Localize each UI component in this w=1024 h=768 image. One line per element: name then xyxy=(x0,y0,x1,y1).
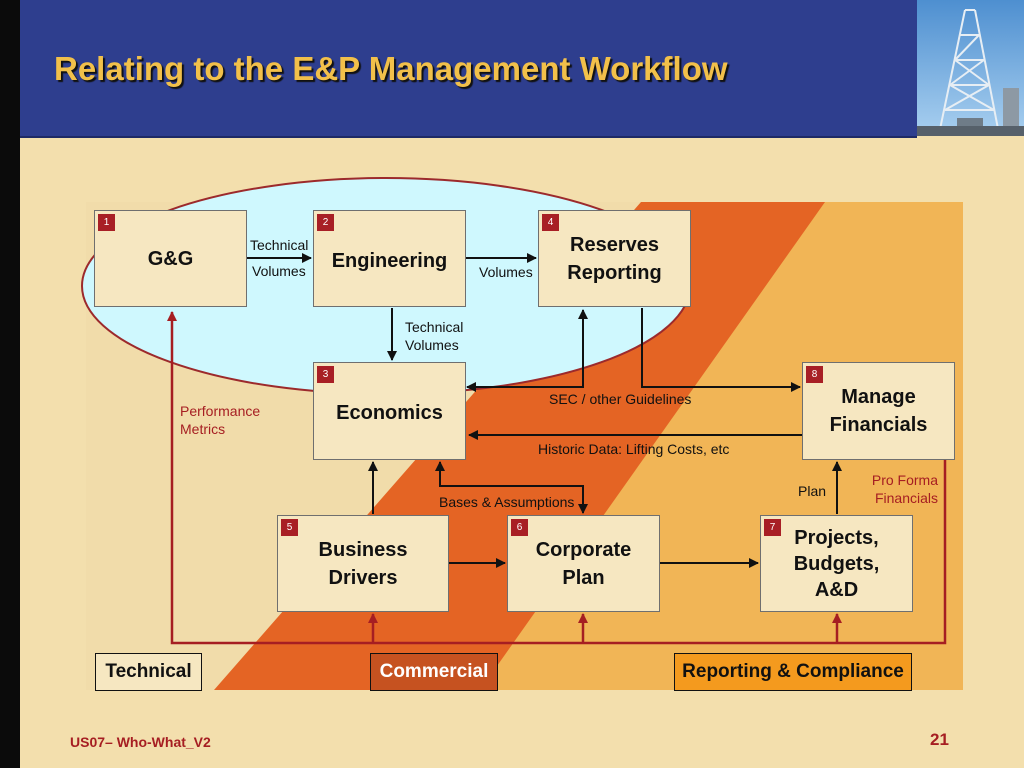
box-corporate-label: Corporate Plan xyxy=(535,538,632,589)
step-badge-4: 4 xyxy=(542,214,559,231)
step-badge-7: 7 xyxy=(764,519,781,536)
legend-commercial: Commercial xyxy=(370,653,498,691)
step-badge-1: 1 xyxy=(98,214,115,231)
box-corporate-plan[interactable]: 6 Corporate Plan xyxy=(507,515,660,612)
box-business-label: Business Drivers xyxy=(318,538,408,589)
label-volumes-eng: Volumes xyxy=(479,264,533,280)
page-number: 21 xyxy=(930,730,949,749)
legend-reporting-compliance: Reporting & Compliance xyxy=(674,653,912,691)
label-technical-gg: Technical xyxy=(250,237,309,253)
footer-text: US07– Who-What_V2 xyxy=(70,734,211,750)
box-business-drivers[interactable]: 5 Business Drivers xyxy=(277,515,449,612)
box-projects-label: Projects, Budgets, A&D xyxy=(793,526,880,601)
label-historic-data: Historic Data: Lifting Costs, etc xyxy=(538,441,730,457)
box-projects-budgets[interactable]: 7 Projects, Budgets, A&D xyxy=(760,515,913,612)
drilling-rig-photo xyxy=(917,0,1024,136)
step-badge-2: 2 xyxy=(317,214,334,231)
legend-technical: Technical xyxy=(95,653,202,691)
step-badge-5: 5 xyxy=(281,519,298,536)
box-engineering-label: Engineering xyxy=(331,250,448,272)
label-technical-volumes: Technical Volumes xyxy=(405,319,464,354)
box-reserves-reporting[interactable]: 4 Reserves Reporting xyxy=(538,210,691,307)
arrow-reserves-to-manage xyxy=(641,308,801,392)
label-performance-metrics: Performance Metrics xyxy=(180,403,261,438)
left-strip xyxy=(0,0,20,768)
step-badge-8: 8 xyxy=(806,366,823,383)
box-reserves-label: Reserves Reporting xyxy=(567,234,662,284)
box-manage-financials[interactable]: 8 Manage Financials xyxy=(802,362,955,460)
box-gg-label: G&G xyxy=(147,248,194,270)
feedback-loop-line xyxy=(167,311,947,645)
label-pro-forma: Pro Forma Financials xyxy=(871,472,938,507)
title-bar: Relating to the E&P Management Workflow xyxy=(20,0,917,138)
box-economics[interactable]: 3 Economics xyxy=(313,362,466,460)
arrow-economics-corporate xyxy=(435,461,588,514)
drilling-rig-icon xyxy=(917,0,1024,136)
slide-title: Relating to the E&P Management Workflow xyxy=(54,50,728,87)
label-plan: Plan xyxy=(798,483,827,499)
box-engineering[interactable]: 2 Engineering xyxy=(313,210,466,307)
label-volumes-gg: Volumes xyxy=(252,263,306,279)
box-economics-label: Economics xyxy=(336,402,443,424)
step-badge-6: 6 xyxy=(511,519,528,536)
box-gg[interactable]: 1 G&G xyxy=(94,210,247,307)
arrow-economics-reserves xyxy=(466,309,588,392)
box-manage-label: Manage Financials xyxy=(829,386,928,436)
step-badge-3: 3 xyxy=(317,366,334,383)
label-bases-assumptions: Bases & Assumptions xyxy=(439,494,575,510)
label-sec-guidelines: SEC / other Guidelines xyxy=(549,391,692,407)
